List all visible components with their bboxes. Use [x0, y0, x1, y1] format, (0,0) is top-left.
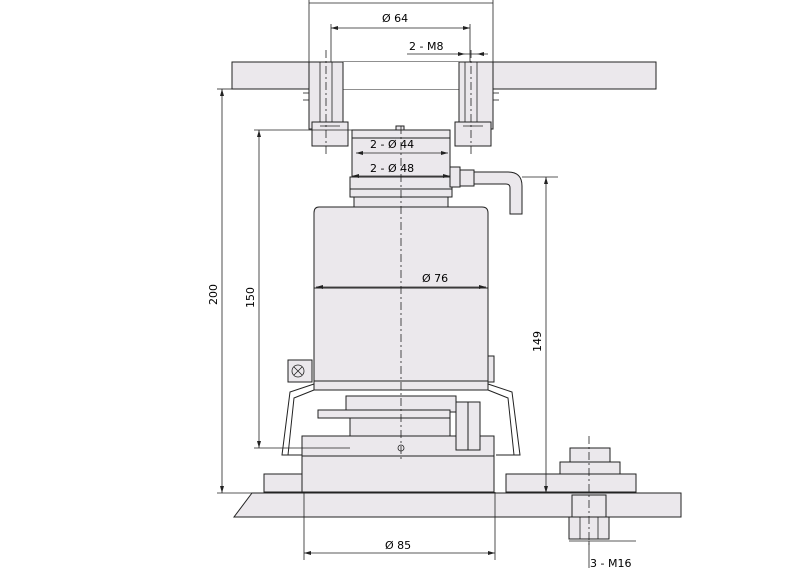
label-d48: 2 - Ø 48: [370, 162, 414, 175]
label-m16: 3 - M16: [590, 557, 631, 568]
label-d85: Ø 85: [385, 539, 411, 552]
label-h200: 200: [207, 284, 220, 305]
dimension-lines: [217, 0, 636, 568]
label-h149: 149: [531, 331, 544, 352]
label-d64: Ø 64: [382, 12, 408, 25]
center-lines: [325, 50, 590, 546]
lower-section: [263, 395, 637, 493]
label-m8: 2 - M8: [409, 40, 443, 53]
side-brackets: [281, 355, 521, 456]
label-h150: 150: [244, 287, 257, 308]
dimension-labels: Ø 64 2 - M8 2 - Ø 44 2 - Ø 48 Ø 76 Ø 85 …: [207, 12, 631, 568]
screw-icon: [291, 364, 305, 378]
top-bolts: [311, 121, 492, 147]
label-d76: Ø 76: [422, 272, 448, 285]
cable-gland: [449, 166, 523, 215]
top-plate: [231, 61, 657, 130]
bottom-plate: [233, 492, 682, 540]
label-d44: 2 - Ø 44: [370, 138, 414, 151]
